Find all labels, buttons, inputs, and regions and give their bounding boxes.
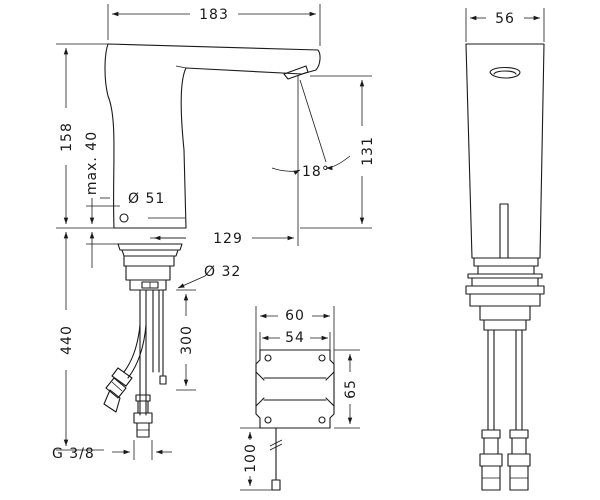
faucet-side-view bbox=[103, 43, 321, 438]
dim-131: 131 bbox=[360, 136, 376, 166]
dim-100: 100 bbox=[243, 443, 259, 473]
control-box bbox=[240, 306, 360, 491]
dim-diameter-32: Ø 32 bbox=[204, 264, 241, 280]
dim-440: 440 bbox=[59, 325, 75, 355]
dim-183: 183 bbox=[199, 7, 229, 23]
dim-300: 300 bbox=[179, 325, 195, 355]
faucet-front-view bbox=[465, 8, 545, 491]
dim-65: 65 bbox=[343, 379, 359, 399]
dim-diameter-51: Ø 51 bbox=[128, 191, 165, 207]
dim-129: 129 bbox=[213, 231, 243, 247]
dim-thread-g38: G 3/8 bbox=[52, 446, 95, 462]
dim-54: 54 bbox=[285, 330, 305, 346]
dim-56: 56 bbox=[495, 11, 515, 27]
dimension-labels: 183 56 158 max. 40 Ø 51 18° 131 129 Ø 32… bbox=[52, 7, 515, 473]
side-dimensions bbox=[56, 4, 372, 460]
dim-angle-18: 18° bbox=[302, 164, 330, 180]
dim-max-40: max. 40 bbox=[84, 131, 100, 195]
dim-60: 60 bbox=[285, 308, 305, 324]
dim-158: 158 bbox=[59, 122, 75, 152]
